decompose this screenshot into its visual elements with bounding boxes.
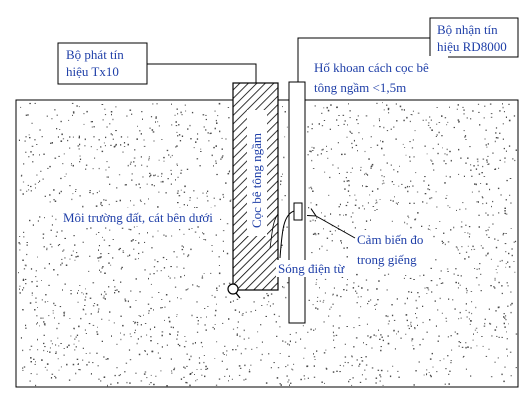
- transmitter-cable: [147, 63, 257, 83]
- sensor-label-group: Cảm biến đo trong giếng: [352, 230, 430, 268]
- borehole-label: Hố khoan cách cọc bê tông ngầm <1,5m: [312, 56, 448, 98]
- receiver-label-line1: Bộ nhận tín: [437, 22, 498, 37]
- soil-label-group: Môi trường đất, cát bên dưới: [60, 208, 220, 226]
- transmitter-box: Bộ phát tín hiệu Tx10: [57, 42, 148, 85]
- sensor-probe: [293, 202, 303, 221]
- transmitter-label-line1: Bộ phát tín: [66, 47, 124, 62]
- receiver-label-line2: hiệu RD8000: [437, 39, 507, 54]
- sensor-label-line1: Cảm biến đo: [357, 232, 423, 247]
- sensor-arrow: [316, 216, 356, 239]
- pile-label: Cọc bê tông ngầm: [249, 133, 264, 228]
- transmitter-label-line2: hiệu Tx10: [66, 64, 119, 79]
- receiver-box: Bộ nhận tín hiệu RD8000: [429, 17, 519, 58]
- wave-label-group: Sóng điện từ: [276, 260, 348, 277]
- borehole-label-line2: tông ngầm <1,5m: [314, 80, 406, 95]
- wave-label: Sóng điện từ: [278, 261, 345, 276]
- soil-label: Môi trường đất, cát bên dưới: [63, 210, 213, 225]
- receiver-cable: [297, 37, 430, 82]
- pile-label-group: Cọc bê tông ngầm: [247, 110, 267, 236]
- em-wave-arc: [279, 210, 295, 259]
- soil-texture: [18, 102, 518, 387]
- borehole-label-line1: Hố khoan cách cọc bê: [314, 60, 429, 75]
- sensor-label-line2: trong giếng: [357, 252, 417, 267]
- pile-foot-marker: [227, 283, 239, 295]
